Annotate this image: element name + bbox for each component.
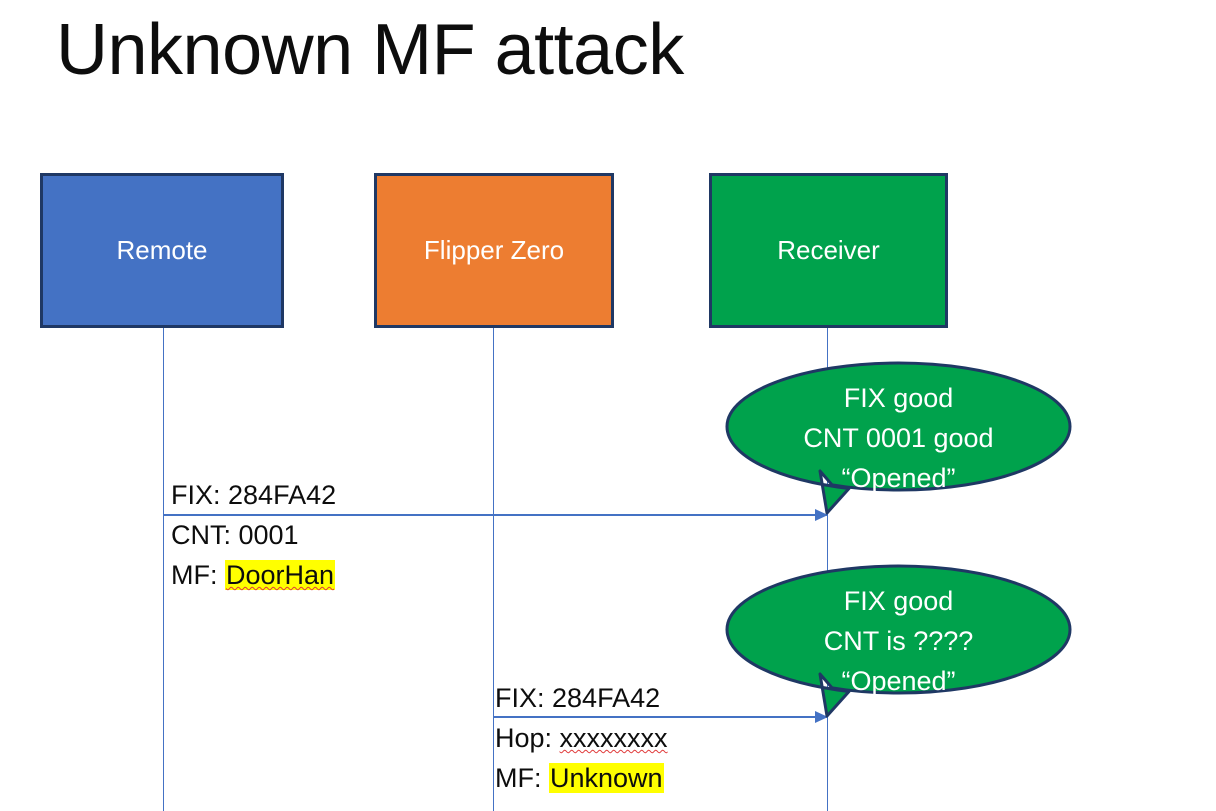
message-line-cnt: CNT: 0001 [171,515,336,555]
actor-label-receiver: Receiver [777,235,880,266]
message-arrow-remote-to-receiver [163,509,828,521]
actor-box-receiver[interactable]: Receiver [709,173,948,328]
speech-bubble-receiver-response-2[interactable]: FIX good CNT is ???? “Opened” [725,564,1072,722]
message-line-fix-2-value: 284FA42 [552,683,661,713]
message-line-hop-prefix: Hop: [495,723,560,753]
message-line-mf-2-value: Unknown [549,763,664,793]
message-arrow-flipper-to-receiver [493,711,828,723]
message-line-fix-prefix: FIX: [171,480,229,510]
lifeline-receiver [827,328,828,811]
actor-label-remote: Remote [116,235,208,266]
message-line-fix-2: FIX: 284FA42 [495,678,668,718]
message-line-fix-value: 284FA42 [228,480,337,510]
speech-bubble-shape-2 [725,564,1072,718]
message-line-mf-value: DoorHan [225,560,336,590]
message-line-mf-prefix: MF: [171,560,225,590]
message-label-remote-to-receiver: FIX: 284FA42 CNT: 0001 MF: DoorHan [171,475,336,595]
speech-bubble-receiver-response-1[interactable]: FIX good CNT 0001 good “Opened” [725,361,1072,519]
actor-label-flipper-zero: Flipper Zero [423,235,565,266]
message-label-flipper-to-receiver: FIX: 284FA42 Hop: xxxxxxxx MF: Unknown [495,678,668,798]
actor-box-flipper-zero[interactable]: Flipper Zero [374,173,614,328]
message-line-mf-2-prefix: MF: [495,763,549,793]
speech-bubble-shape-1 [725,361,1072,515]
message-line-fix: FIX: 284FA42 [171,475,336,515]
message-line-hop: Hop: xxxxxxxx [495,718,668,758]
message-line-mf: MF: DoorHan [171,555,336,595]
actor-box-remote[interactable]: Remote [40,173,284,328]
message-line-mf-2: MF: Unknown [495,758,668,798]
message-line-fix-2-prefix: FIX: [495,683,553,713]
message-line-cnt-prefix: CNT: [171,520,239,550]
lifeline-remote [163,328,164,811]
page-title: Unknown MF attack [56,10,684,90]
message-line-cnt-value: 0001 [238,520,299,550]
message-line-hop-value: xxxxxxxx [559,723,668,753]
lifeline-flipper-zero [493,328,494,811]
